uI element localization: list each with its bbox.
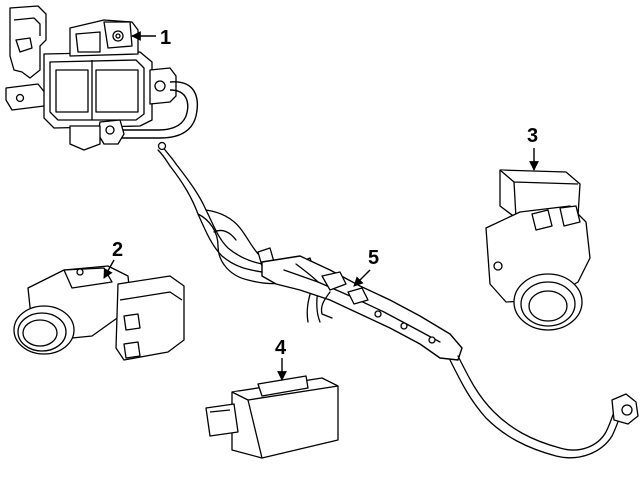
part-4-control-module[interactable] [205, 375, 339, 459]
callout-2: 2 [112, 239, 123, 261]
callout-3: 3 [527, 125, 538, 147]
callout-5: 5 [368, 247, 379, 269]
callout-1: 1 [160, 27, 171, 49]
part-2-parking-sensor[interactable] [13, 265, 185, 361]
callout-arrows [103, 31, 539, 381]
part-3-parking-sensor[interactable] [485, 169, 591, 331]
callout-4: 4 [275, 337, 287, 359]
part-1-bracket-assembly[interactable] [5, 5, 198, 151]
part-5-wire-harness[interactable] [157, 141, 639, 459]
